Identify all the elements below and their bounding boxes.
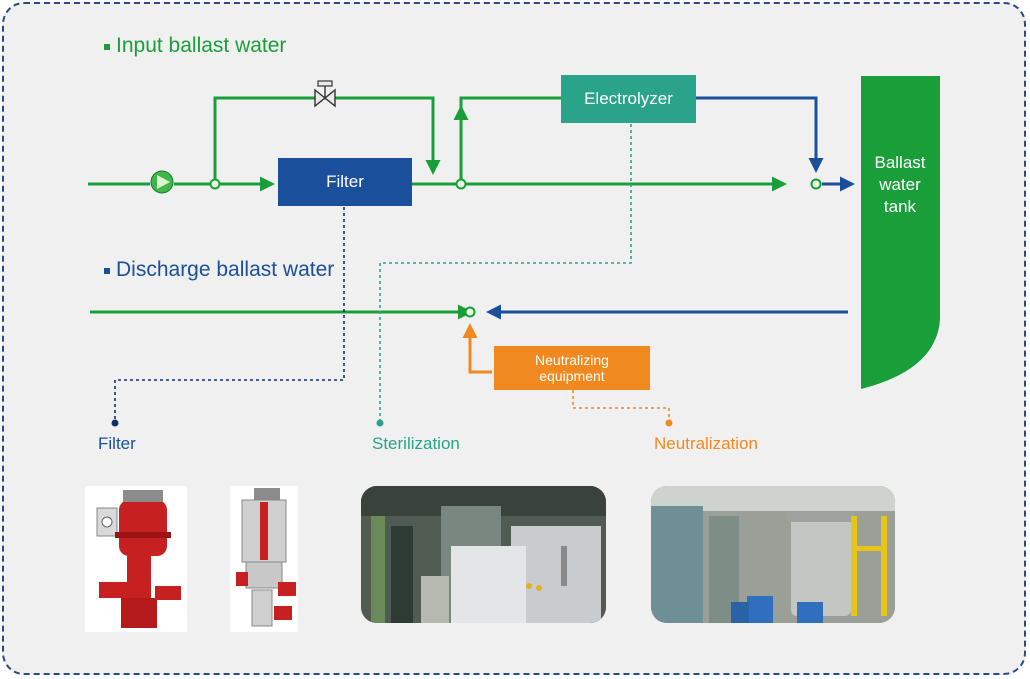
to-electrolyzer-line bbox=[459, 96, 561, 184]
filter-exterior-photo bbox=[85, 486, 187, 632]
neutralizer-box-label: Neutralizing equipment bbox=[535, 352, 609, 384]
tank-label: Ballast water tank bbox=[874, 153, 926, 216]
tank-shape bbox=[861, 76, 940, 389]
sterilization-leader bbox=[379, 124, 632, 420]
input-legend-label: Input ballast water bbox=[116, 34, 287, 57]
junction-node bbox=[810, 178, 822, 190]
neutralization-caption: Neutralization bbox=[654, 434, 758, 453]
valve-icon bbox=[314, 80, 336, 108]
electrolyzer-box-label: Electrolyzer bbox=[584, 89, 673, 108]
sterilization-leader-dot bbox=[376, 419, 384, 427]
discharge-legend-square bbox=[104, 268, 110, 274]
filter-cutaway-photo bbox=[230, 486, 298, 632]
junction-node bbox=[209, 178, 221, 190]
junction-nodes bbox=[209, 178, 822, 318]
filter-leader-dot bbox=[111, 419, 119, 427]
neutralizer-room-photo bbox=[651, 486, 895, 623]
tank-label-wrap: Ballast water tank bbox=[864, 150, 936, 220]
filter-box: Filter bbox=[278, 158, 412, 206]
input-flow bbox=[88, 96, 787, 320]
neutralizer-flow bbox=[462, 323, 492, 374]
electrolyzer-return-line bbox=[696, 96, 824, 173]
neutralizer-box: Neutralizing equipment bbox=[494, 346, 650, 390]
sterilization-caption: Sterilization bbox=[372, 434, 460, 453]
filter-caption: Filter bbox=[98, 434, 136, 453]
neutralization-leader bbox=[572, 390, 670, 420]
electrolyzer-room-photo bbox=[361, 486, 606, 623]
blue-flows bbox=[486, 96, 855, 320]
input-legend-square bbox=[104, 44, 110, 50]
filter-leader bbox=[114, 207, 345, 420]
electrolyzer-box: Electrolyzer bbox=[561, 75, 696, 123]
junction-node bbox=[464, 306, 476, 318]
pump-icon bbox=[150, 170, 174, 194]
neutralization-leader-dot bbox=[665, 419, 673, 427]
filter-box-label: Filter bbox=[326, 172, 364, 191]
discharge-legend-label: Discharge ballast water bbox=[116, 258, 335, 281]
junction-node bbox=[455, 178, 467, 190]
